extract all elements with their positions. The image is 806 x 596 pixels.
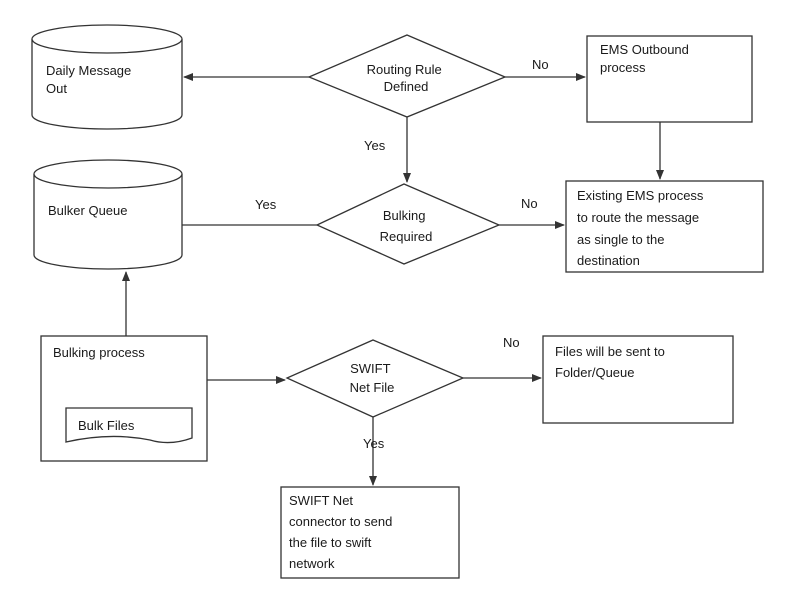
ems-outbound-node: EMS Outbound process [586,35,753,123]
swift-connector-node: SWIFT Net connector to send the file to … [280,486,460,579]
bulking-required-label: Bulking Required [380,208,433,244]
edge-label-bulking-no: No [521,196,538,211]
edge-label-routing-no: No [532,57,549,72]
daily-message-out-node: Daily Message Out [31,24,183,130]
ems-outbound-label: EMS Outbound process [600,42,693,75]
bulker-queue-label: Bulker Queue [48,203,128,218]
routing-rule-label: Routing Rule Defined [367,62,446,94]
bulk-files-document: Bulk Files [65,407,193,444]
existing-ems-label: Existing EMS process to route the messag… [577,188,707,268]
edge-label-routing-yes: Yes [364,138,386,153]
routing-rule-decision: Routing Rule Defined [307,34,507,118]
swift-connector-label: SWIFT Net connector to send the file to … [289,493,396,571]
swift-net-file-label: SWIFT Net File [350,361,395,395]
swift-net-file-decision: SWIFT Net File [285,339,465,418]
daily-message-out-label: Daily Message Out [46,63,135,96]
bulking-process-label: Bulking process [53,345,145,360]
edge-label-bulking-yes: Yes [255,197,277,212]
files-sent-label: Files will be sent to Folder/Queue [555,344,668,380]
bulker-queue-node: Bulker Queue [33,159,183,270]
existing-ems-node: Existing EMS process to route the messag… [565,180,764,273]
bulking-process-node: Bulking process Bulk Files [40,335,208,462]
files-sent-node: Files will be sent to Folder/Queue [542,335,734,424]
edge-label-swift-yes: Yes [363,436,385,451]
edge-label-swift-no: No [503,335,520,350]
bulk-files-label: Bulk Files [78,418,135,433]
bulking-required-decision: Bulking Required [315,183,501,265]
